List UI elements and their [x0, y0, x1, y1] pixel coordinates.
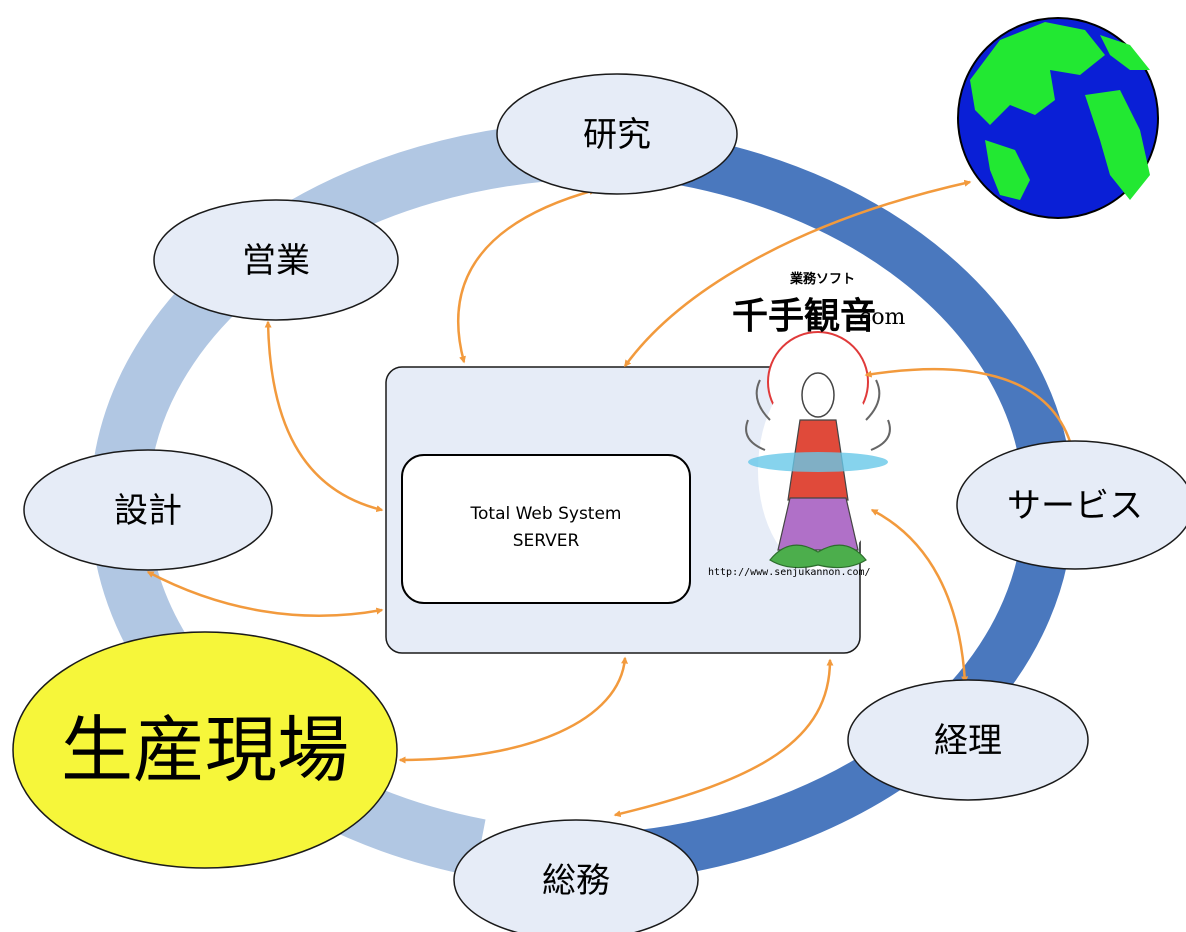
node-general-affairs-label: 総務 — [542, 861, 610, 901]
arrow-kannon-accounting — [870, 508, 969, 684]
node-accounting-label: 経理 — [934, 721, 1002, 761]
node-accounting: 経理 — [847, 679, 1089, 801]
connection-arrows — [146, 179, 1074, 818]
arrow-sales-server — [264, 320, 384, 513]
logo-small-text: 業務ソフト — [789, 271, 855, 287]
node-research-label: 研究 — [583, 115, 651, 155]
node-service-label: サービス — [1007, 486, 1143, 526]
node-design-label: 設計 — [114, 491, 182, 531]
node-sales: 営業 — [153, 199, 399, 321]
server-label-line2: SERVER — [513, 531, 580, 551]
node-sales-label: 営業 — [242, 241, 310, 281]
node-design: 設計 — [23, 449, 273, 571]
globe-icon — [957, 17, 1159, 219]
node-service: サービス — [956, 440, 1186, 570]
arrow-general-server — [613, 658, 834, 818]
logo-com-text: .com — [852, 305, 906, 330]
arrow-research-server — [456, 188, 597, 364]
node-production: 生産現場 — [12, 631, 398, 869]
server-panel: Total Web System SERVER — [385, 366, 861, 654]
arrow-production-server — [398, 656, 629, 764]
node-general-affairs: 総務 — [453, 819, 699, 932]
arrow-kannon-service — [864, 367, 1074, 450]
arrow-design-server — [146, 570, 384, 617]
arrow-globe-server — [623, 179, 972, 368]
server-label-line1: Total Web System — [470, 504, 622, 524]
logo-url-text: http://www.senjukannon.com/ — [708, 567, 871, 578]
node-production-label: 生産現場 — [61, 708, 349, 792]
node-research: 研究 — [496, 73, 738, 195]
server-inner-box — [401, 454, 691, 604]
